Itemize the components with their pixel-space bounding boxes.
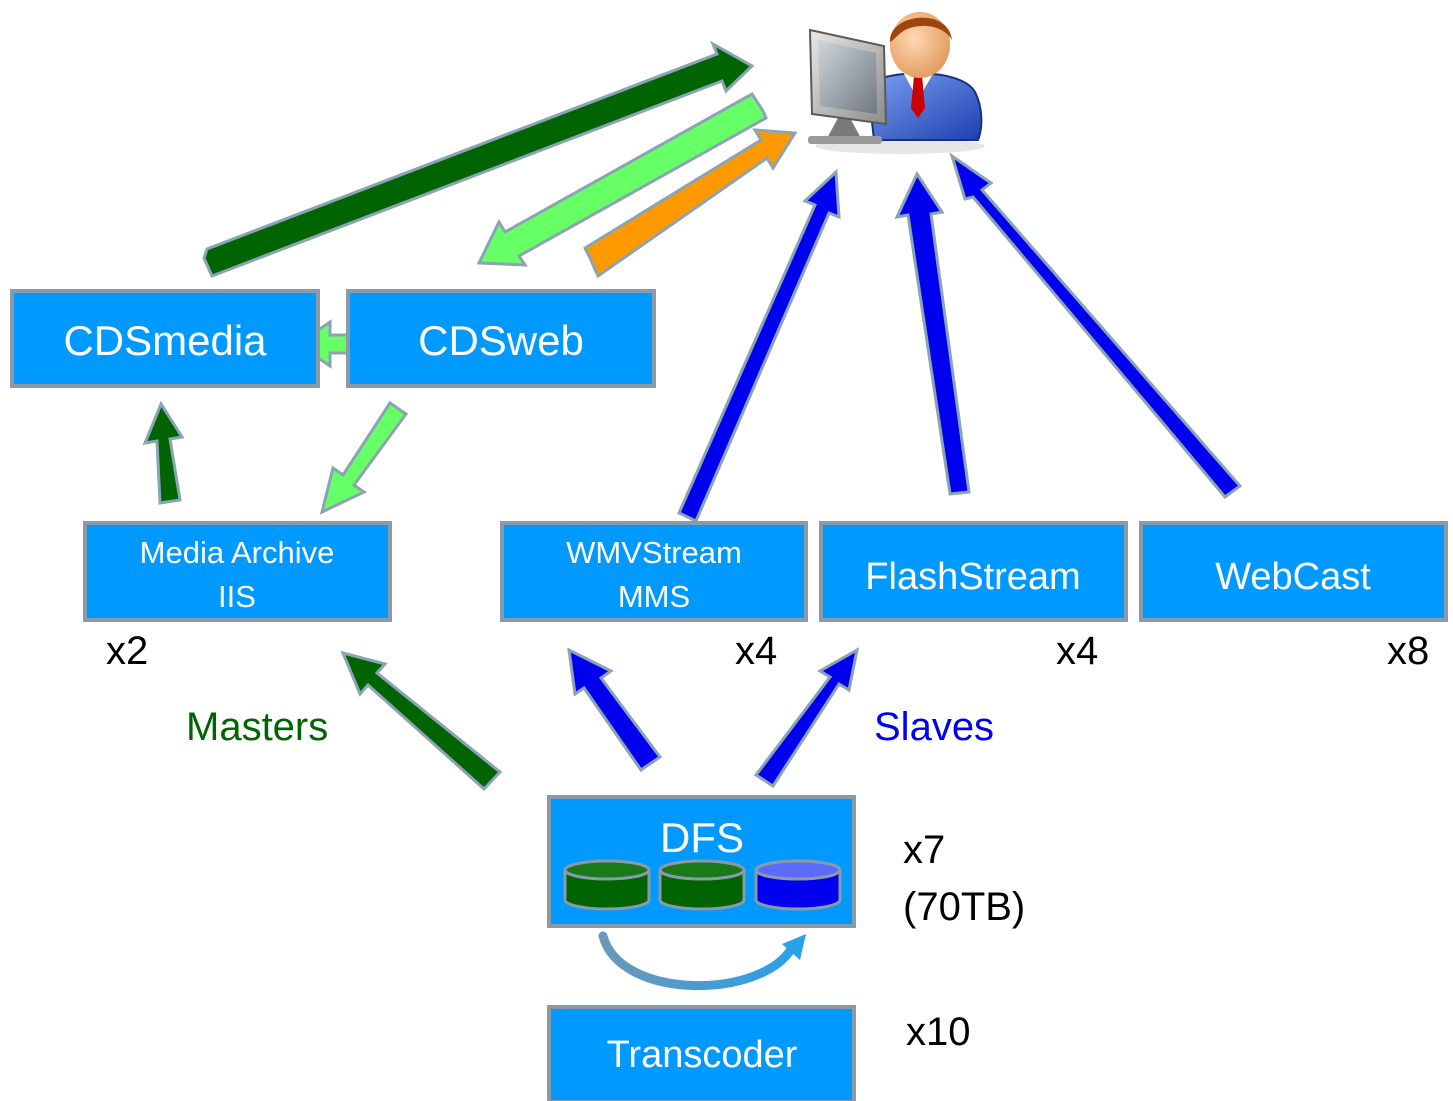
arrow-cdsweb-to-user — [583, 128, 798, 279]
disk-cylinder-icon — [658, 859, 746, 911]
count-transcoder: x10 — [906, 1010, 971, 1054]
arrow-user-to-cdsweb — [476, 92, 768, 267]
count-dfs-nodes: x7 — [903, 828, 945, 872]
arrow-dfs-to-wmvstream — [567, 647, 663, 773]
dfs-label: DFS — [660, 814, 744, 861]
flashstream-label: FlashStream — [865, 556, 1080, 598]
instance-counts: x2 x4 x4 x8 x7 (70TB) x10 — [106, 629, 1429, 1054]
wmvstream-label-line1: WMVStream — [566, 535, 742, 570]
cdsmedia-label: CDSmedia — [63, 317, 267, 364]
cdsweb-label: CDSweb — [418, 317, 584, 364]
arrow-dfs-to-media-archive — [340, 650, 503, 792]
arrow-cdsweb-to-media-archive — [319, 400, 409, 515]
count-webcast: x8 — [1387, 629, 1429, 673]
arrow-webcast-to-user — [949, 152, 1243, 500]
wmvstream-box — [500, 521, 808, 622]
disk-cylinder-icon — [563, 859, 651, 911]
count-media-archive: x2 — [106, 629, 148, 673]
transcode-loop-arrow — [598, 931, 806, 991]
slaves-label: Slaves — [874, 705, 994, 749]
arrow-dfs-to-flashstream — [753, 647, 860, 789]
cdsweb-box — [346, 289, 656, 388]
media-archive-label-line1: Media Archive — [140, 535, 335, 570]
dfs-disks — [563, 859, 842, 911]
arrow-cdsmedia-to-user — [202, 40, 755, 278]
arrow-wmvstream-to-user — [677, 168, 841, 524]
user-at-computer-icon — [808, 12, 985, 154]
disk-cylinder-icon — [754, 859, 842, 911]
transcoder-box — [547, 1005, 856, 1101]
webcast-box — [1139, 521, 1448, 622]
flashstream-box — [819, 521, 1128, 622]
count-dfs-capacity: (70TB) — [903, 885, 1025, 929]
wmvstream-label-line2: MMS — [618, 579, 690, 614]
media-archive-box — [83, 521, 392, 622]
media-archive-label-line2: IIS — [218, 579, 256, 614]
flow-arrows — [142, 40, 1243, 792]
count-wmvstream: x4 — [735, 629, 777, 673]
masters-label: Masters — [186, 705, 328, 749]
component-boxes: CDSmedia CDSweb Media Archive IIS WMVStr… — [10, 289, 1448, 1101]
transcoder-label: Transcoder — [607, 1034, 798, 1076]
arrow-flashstream-to-user — [894, 170, 971, 496]
arrow-media-archive-to-cdsmedia — [142, 400, 185, 505]
webcast-label: WebCast — [1215, 556, 1371, 598]
count-flashstream: x4 — [1056, 629, 1098, 673]
cdsmedia-box — [10, 289, 320, 388]
